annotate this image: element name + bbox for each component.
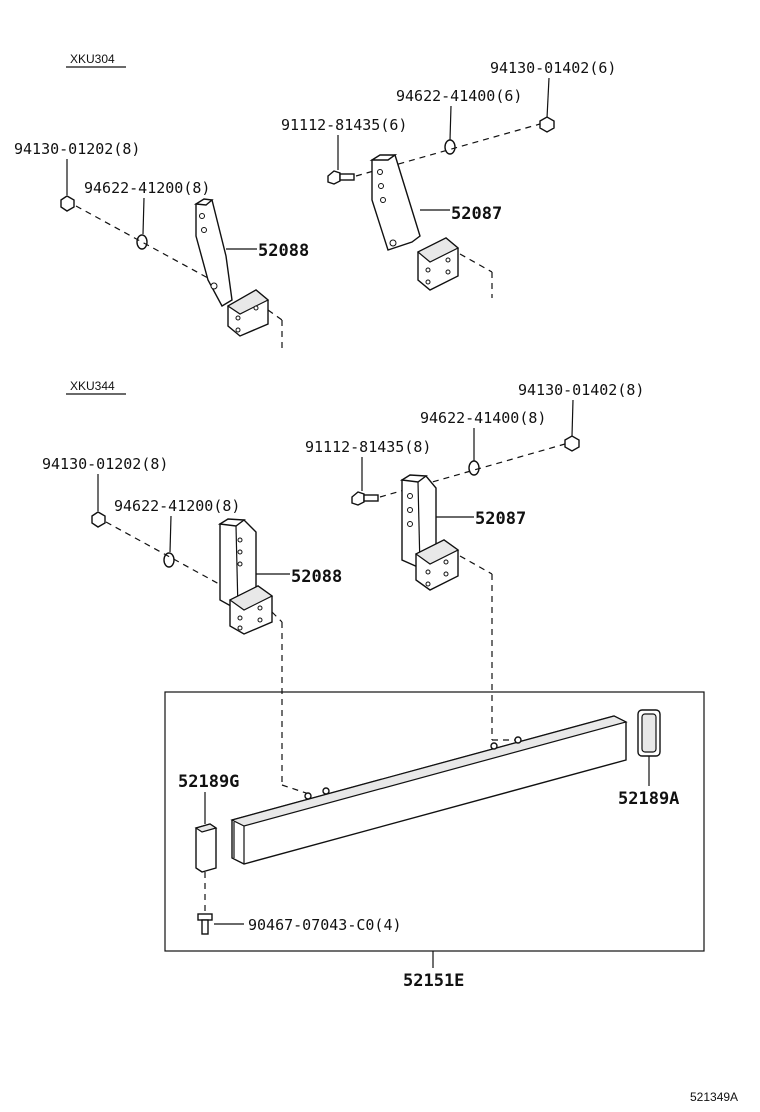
washer-right-label: 94622-41400(8) [420, 409, 546, 427]
screw-icon [197, 913, 213, 935]
bracket-52087 [369, 154, 460, 291]
assembly-line [271, 611, 283, 623]
washer-icon [136, 234, 148, 250]
nut-icon [564, 435, 580, 452]
assembly-label: 52151E [403, 971, 464, 991]
bolt-icon [327, 170, 355, 185]
assembly-frame [164, 691, 705, 952]
leader [449, 105, 452, 141]
washer-icon [444, 139, 456, 155]
nut-left-label: 94130-01202(8) [42, 455, 168, 473]
section-xku304: XKU304 94130-01402(6) 94622-41400(6) 911… [14, 52, 616, 352]
bracket-52088 [193, 198, 270, 337]
assembly-line [459, 253, 493, 273]
pad-52189a [637, 709, 661, 757]
assembly-line [459, 555, 493, 575]
washer-icon [468, 460, 480, 476]
assembly-line [105, 521, 231, 591]
bumper-assembly: 52189A 52189G 90467-07043-C0(4) [164, 691, 705, 952]
assembly-line [75, 205, 231, 291]
bracket-52087 [399, 474, 460, 591]
bolt-right-label: 91112-81435(6) [281, 116, 407, 134]
nut-icon [60, 195, 75, 212]
nut-right-label: 94130-01402(8) [518, 381, 644, 399]
leader [571, 399, 574, 437]
nut-icon [539, 116, 555, 133]
model-code-xku344: XKU344 [70, 379, 115, 393]
bracket-52088 [217, 518, 274, 635]
bracket-left-label: 52088 [291, 567, 342, 587]
nut-right-label: 94130-01402(6) [490, 59, 616, 77]
pad-left-label: 52189G [178, 772, 239, 792]
bolt-icon [351, 491, 379, 506]
leader [169, 515, 172, 553]
section-xku344: XKU344 94130-01402(8) 94622-41400(8) 911… [42, 379, 644, 796]
diagram-id: 521349A [690, 1090, 738, 1104]
leader [142, 197, 145, 235]
model-code-xku304: XKU304 [70, 52, 115, 66]
bolt-right-label: 91112-81435(8) [305, 438, 431, 456]
leader [546, 77, 550, 119]
bracket-right-label: 52087 [475, 509, 526, 529]
nut-left-label: 94130-01202(8) [14, 140, 140, 158]
assembly-line [267, 309, 283, 321]
washer-left-label: 94622-41200(8) [84, 179, 210, 197]
bracket-left-label: 52088 [258, 241, 309, 261]
bracket-right-label: 52087 [451, 204, 502, 224]
bumper-beam [230, 715, 628, 865]
pad-52189g [194, 823, 218, 873]
washer-right-label: 94622-41400(6) [396, 87, 522, 105]
washer-icon [163, 552, 175, 568]
pad-right-label: 52189A [618, 789, 679, 809]
assembly-line [355, 123, 541, 177]
nut-icon [91, 511, 106, 528]
washer-left-label: 94622-41200(8) [114, 497, 240, 515]
screw-label: 90467-07043-C0(4) [248, 916, 402, 934]
